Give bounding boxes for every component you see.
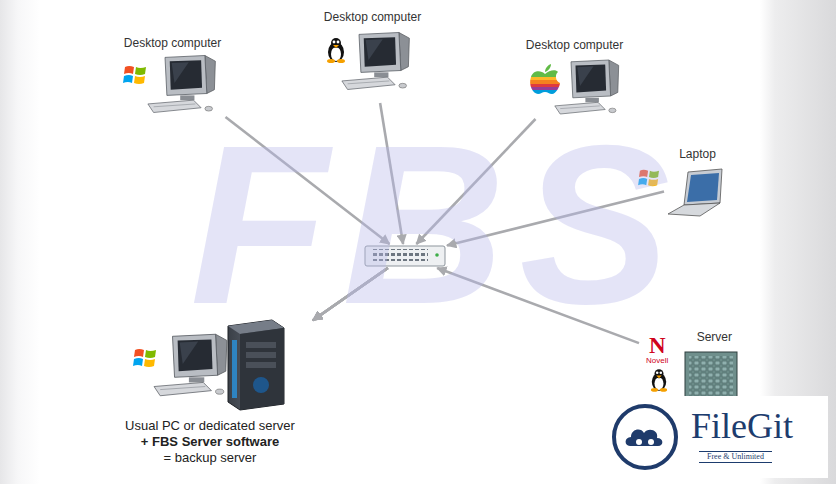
node-caption: = backup server xyxy=(162,450,259,466)
device-label: Desktop computer xyxy=(122,36,223,51)
node-caption: Usual PC or dedicated server xyxy=(123,418,297,434)
filegit-logo xyxy=(606,396,686,478)
novell-logo-letter: N xyxy=(649,334,666,357)
watermark-text: FBS xyxy=(190,112,684,338)
desktop-pc-icon xyxy=(154,334,227,396)
device-node: Desktop computer xyxy=(512,38,637,118)
desktop-pc-icon xyxy=(148,56,215,113)
device-label: Desktop computer xyxy=(524,38,625,53)
desktop-pc-icon xyxy=(342,33,409,90)
backup-server-node: Usual PC or dedicated server+ FBS Server… xyxy=(108,318,312,466)
node-caption: + FBS Server software xyxy=(139,434,281,450)
rack-server-icon xyxy=(685,352,737,398)
device-node: Desktop computer xyxy=(310,10,435,102)
brand-name: FileGit xyxy=(691,408,793,444)
linux-logo xyxy=(327,38,345,63)
windows-logo xyxy=(123,66,146,84)
device-label: Desktop computer xyxy=(322,10,423,25)
device-label: Server xyxy=(695,330,734,345)
brand-tagline: Free & Unlimited xyxy=(699,451,772,463)
windows-logo xyxy=(133,349,156,367)
apple-logo xyxy=(530,70,560,94)
novell-logo-text: Novell xyxy=(646,357,668,365)
desktop-pc-icon xyxy=(555,60,619,114)
device-node: Desktop computer xyxy=(110,36,235,116)
linux-logo xyxy=(651,369,667,392)
